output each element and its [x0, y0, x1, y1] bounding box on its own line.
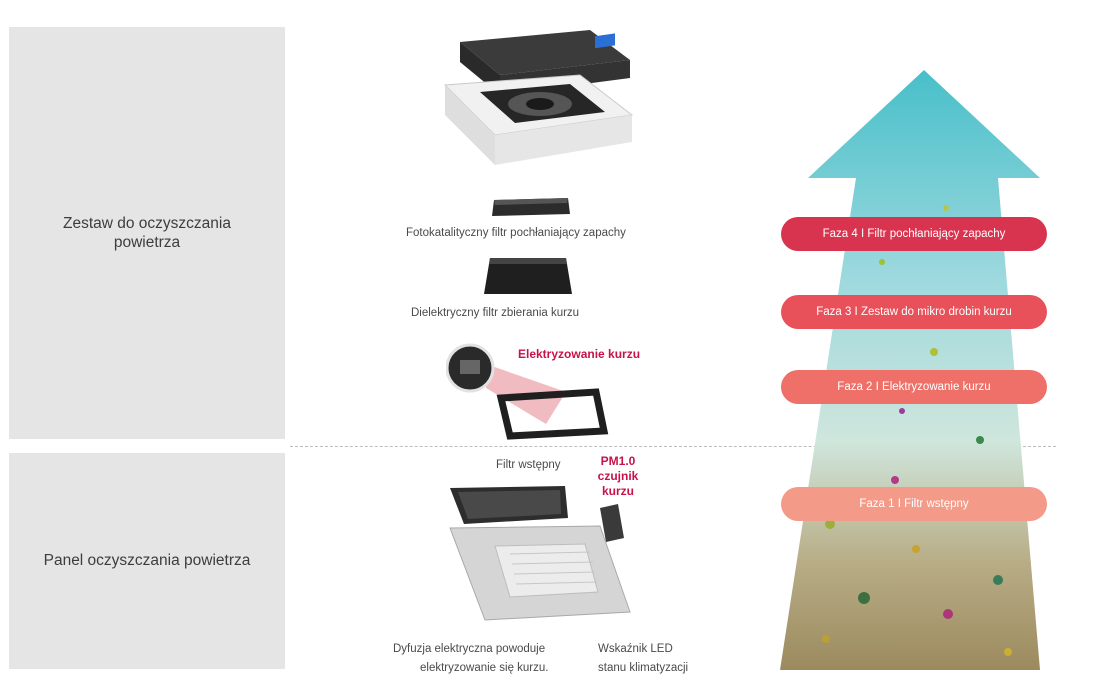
- airflow-arrow-illustration: [780, 70, 1040, 670]
- category-label-kit: Zestaw do oczyszczania powietrza: [63, 214, 231, 251]
- pre-filter-caption: Filtr wstępny: [496, 459, 561, 471]
- dust-charging-label: Elektryzowanie kurzu: [518, 347, 641, 361]
- dielectric-filter-illustration: [484, 258, 572, 294]
- dielectric-filter-caption: Dielektryczny filtr zbierania kurzu: [411, 307, 580, 319]
- phase-2-label: Faza 2 I Elektryzowanie kurzu: [837, 381, 991, 393]
- diffusion-caption-line1: Dyfuzja elektryczna powoduje: [393, 643, 546, 655]
- category-label-panel: Panel oczyszczania powietrza: [43, 552, 251, 570]
- pm-sensor-label: PM1.0 czujnik kurzu: [592, 454, 644, 499]
- photocatalytic-filter-illustration: [492, 198, 570, 216]
- phase-4-pill: Faza 4 I Filtr pochłaniający zapachy: [781, 217, 1047, 251]
- photocatalytic-filter-caption: Fotokatalityczny filtr pochłaniający zap…: [406, 227, 626, 239]
- phase-3-label: Faza 3 I Zestaw do mikro drobin kurzu: [816, 306, 1012, 318]
- dust-charging-illustration: [446, 343, 609, 440]
- pm-sensor-label-line3: kurzu: [601, 484, 634, 498]
- pm-sensor-label-line2: czujnik: [597, 469, 639, 483]
- led-caption-line1: Wskaźnik LED: [598, 643, 673, 655]
- phase-1-label: Faza 1 I Filtr wstępny: [859, 498, 969, 510]
- phase-2-pill: Faza 2 I Elektryzowanie kurzu: [781, 370, 1047, 404]
- phase-1-pill: Faza 1 I Filtr wstępny: [781, 487, 1047, 521]
- pm-sensor-label-line1: PM1.0: [600, 454, 636, 468]
- phase-4-label: Faza 4 I Filtr pochłaniający zapachy: [822, 228, 1006, 240]
- cassette-unit-illustration: [443, 30, 634, 165]
- category-panel-air-purification-kit: Zestaw do oczyszczania powietrza: [9, 27, 285, 439]
- purification-panel-illustration: [449, 486, 631, 621]
- led-caption-line2: stanu klimatyzacji: [598, 662, 689, 674]
- phase-3-pill: Faza 3 I Zestaw do mikro drobin kurzu: [781, 295, 1047, 329]
- category-panel-air-purification-panel: Panel oczyszczania powietrza: [9, 453, 285, 669]
- diffusion-caption-line2: elektryzowanie się kurzu.: [420, 662, 549, 674]
- section-divider: [290, 446, 1056, 447]
